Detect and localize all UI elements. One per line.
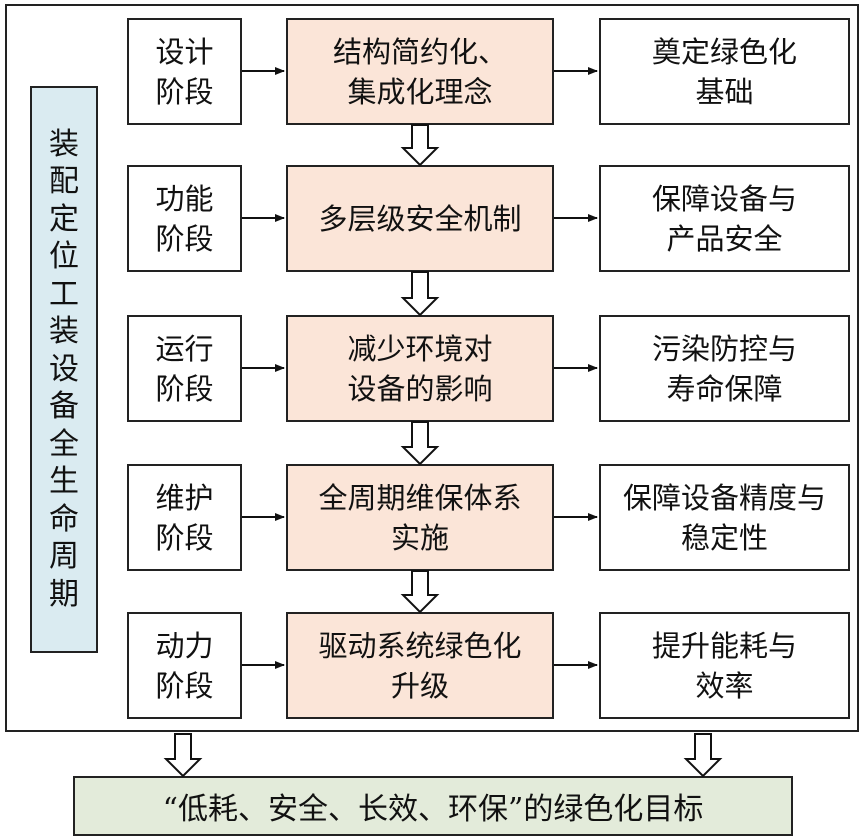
side-char: 备	[49, 389, 79, 425]
result-box-operation: 污染防控与 寿命保障	[599, 315, 850, 422]
block-arrow-to-goal-left	[163, 733, 203, 778]
side-char: 工	[49, 276, 79, 312]
side-char: 全	[49, 426, 79, 462]
measure-box-maintenance: 全周期维保体系 实施	[286, 464, 554, 571]
side-char: 周	[49, 539, 79, 575]
result-box-maintenance: 保障设备精度与 稳定性	[599, 464, 850, 571]
measure-box-design: 结构简约化、 集成化理念	[286, 18, 554, 125]
side-char: 期	[49, 576, 79, 612]
block-arrow-to-goal-right	[683, 733, 723, 778]
result-box-function: 保障设备与 产品安全	[599, 165, 850, 272]
side-char: 装	[49, 314, 79, 350]
side-char: 定	[49, 201, 79, 237]
result-box-power: 提升能耗与 效率	[599, 612, 850, 719]
side-char: 位	[49, 239, 79, 275]
side-char: 配	[49, 164, 79, 200]
result-box-design: 奠定绿色化 基础	[599, 18, 850, 125]
stage-box-power: 动力 阶段	[127, 612, 242, 719]
stage-box-design: 设计 阶段	[127, 18, 242, 125]
measure-box-operation: 减少环境对 设备的影响	[286, 315, 554, 422]
measure-box-function: 多层级安全机制	[286, 165, 554, 272]
side-char: 设	[49, 351, 79, 387]
stage-box-function: 功能 阶段	[127, 165, 242, 272]
side-char: 装	[49, 126, 79, 162]
side-char: 命	[49, 501, 79, 537]
measure-box-power: 驱动系统绿色化 升级	[286, 612, 554, 719]
side-char: 生	[49, 464, 79, 500]
green-goal-box: “低耗、安全、长效、环保”的绿色化目标	[73, 776, 793, 836]
stage-box-maintenance: 维护 阶段	[127, 464, 242, 571]
stage-box-operation: 运行 阶段	[127, 315, 242, 422]
lifecycle-side-label: 装 配 定 位 工 装 设 备 全 生 命 周 期	[30, 86, 98, 653]
